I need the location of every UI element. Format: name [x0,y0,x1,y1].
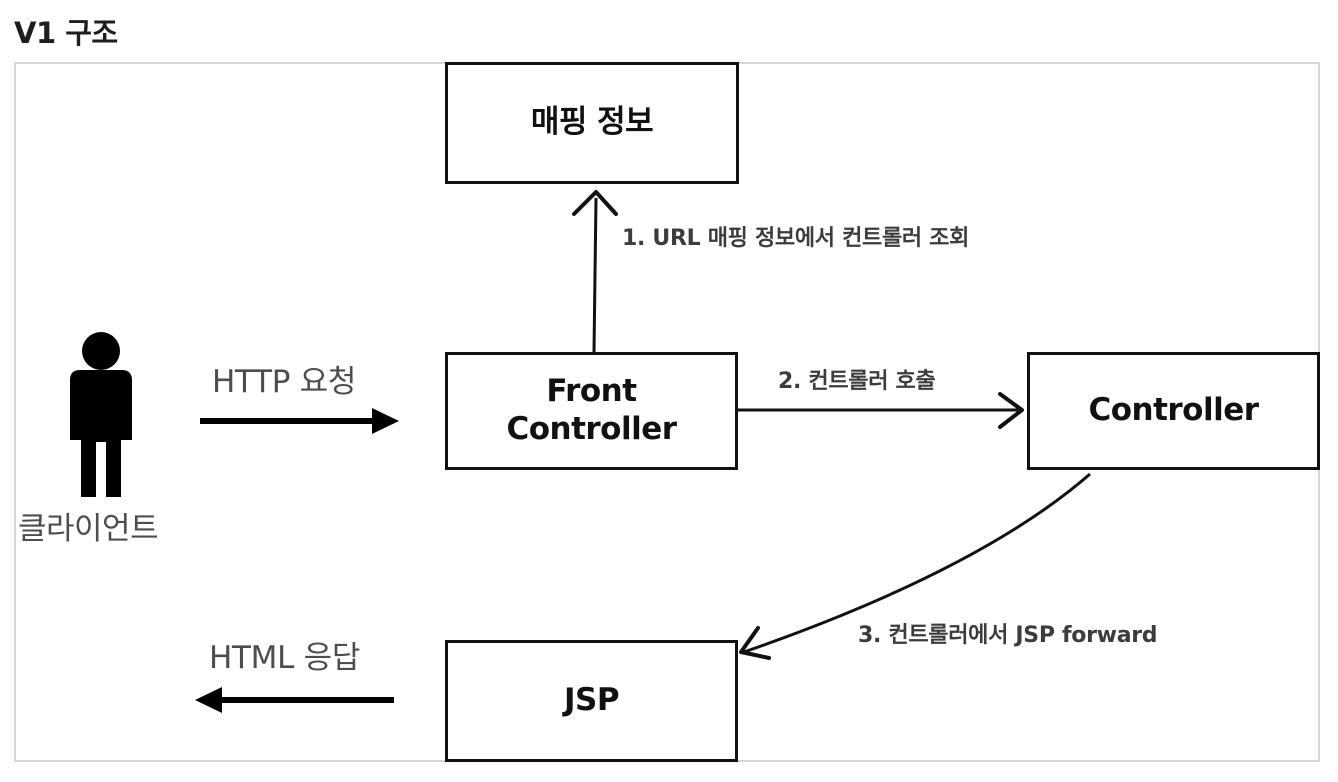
controller-box: Controller [1027,352,1320,470]
html-response-arrow [195,687,394,713]
http-request-label: HTTP 요청 [212,364,357,400]
controller-label: Controller [1088,392,1259,429]
jsp-label: JSP [563,682,620,719]
step3-label: 3. 컨트롤러에서 JSP forward [858,623,1158,648]
step2-arrow [738,392,1024,429]
page-title: V1 구조 [14,16,118,50]
mapping-info-box: 매핑 정보 [445,62,739,184]
step3-arrow [739,472,1091,660]
person-icon [70,332,132,497]
jsp-box: JSP [445,640,738,762]
front-controller-box: Front Controller [445,352,738,470]
client-label: 클라이언트 [18,511,159,547]
html-response-label: HTML 응답 [209,640,361,676]
step1-arrow [572,190,618,353]
step1-label: 1. URL 매핑 정보에서 컨트롤러 조회 [622,226,970,251]
step2-label: 2. 컨트롤러 호출 [778,369,936,394]
mapping-info-label: 매핑 정보 [530,104,654,141]
front-controller-label: Front Controller [506,373,677,447]
http-request-arrow [200,408,399,434]
